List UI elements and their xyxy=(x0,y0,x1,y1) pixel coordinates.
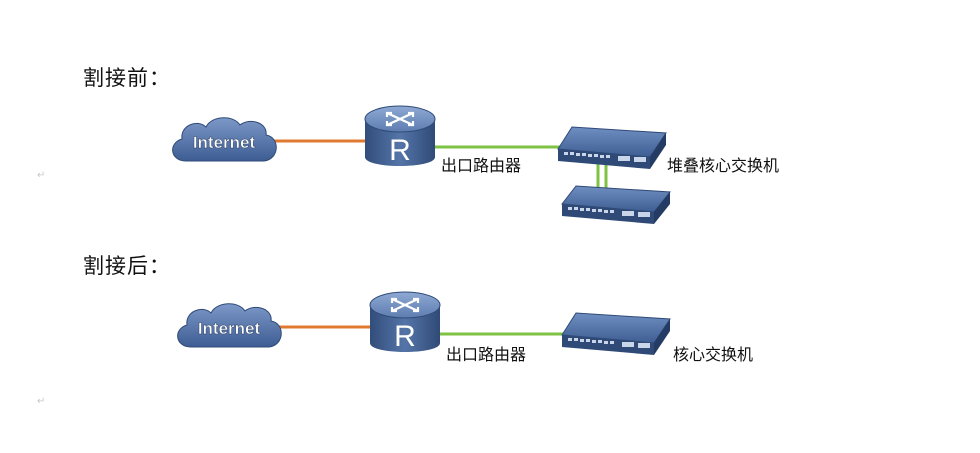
margin-mark-1: ↵ xyxy=(37,170,46,181)
router-icon xyxy=(369,291,441,352)
before-cloud-label: Internet xyxy=(193,133,256,152)
switch-icon xyxy=(561,312,671,355)
cloud-icon xyxy=(172,117,277,162)
margin-mark-2: ↵ xyxy=(37,396,46,407)
after-cloud-label: Internet xyxy=(198,319,261,338)
switch-icon xyxy=(557,126,667,169)
before-title: 割接前： xyxy=(83,66,171,90)
router-icon xyxy=(364,105,436,166)
after-router-label: 出口路由器 xyxy=(446,345,527,364)
switch-icon xyxy=(561,185,671,224)
before-router-label: 出口路由器 xyxy=(441,156,522,175)
after-switch-label: 核心交换机 xyxy=(673,345,754,364)
after-router-letter: R xyxy=(394,320,416,353)
before-router-letter: R xyxy=(389,134,411,167)
after-title: 割接后： xyxy=(83,254,171,278)
cloud-icon xyxy=(177,303,282,348)
before-switch-label: 堆叠核心交换机 xyxy=(667,156,780,175)
